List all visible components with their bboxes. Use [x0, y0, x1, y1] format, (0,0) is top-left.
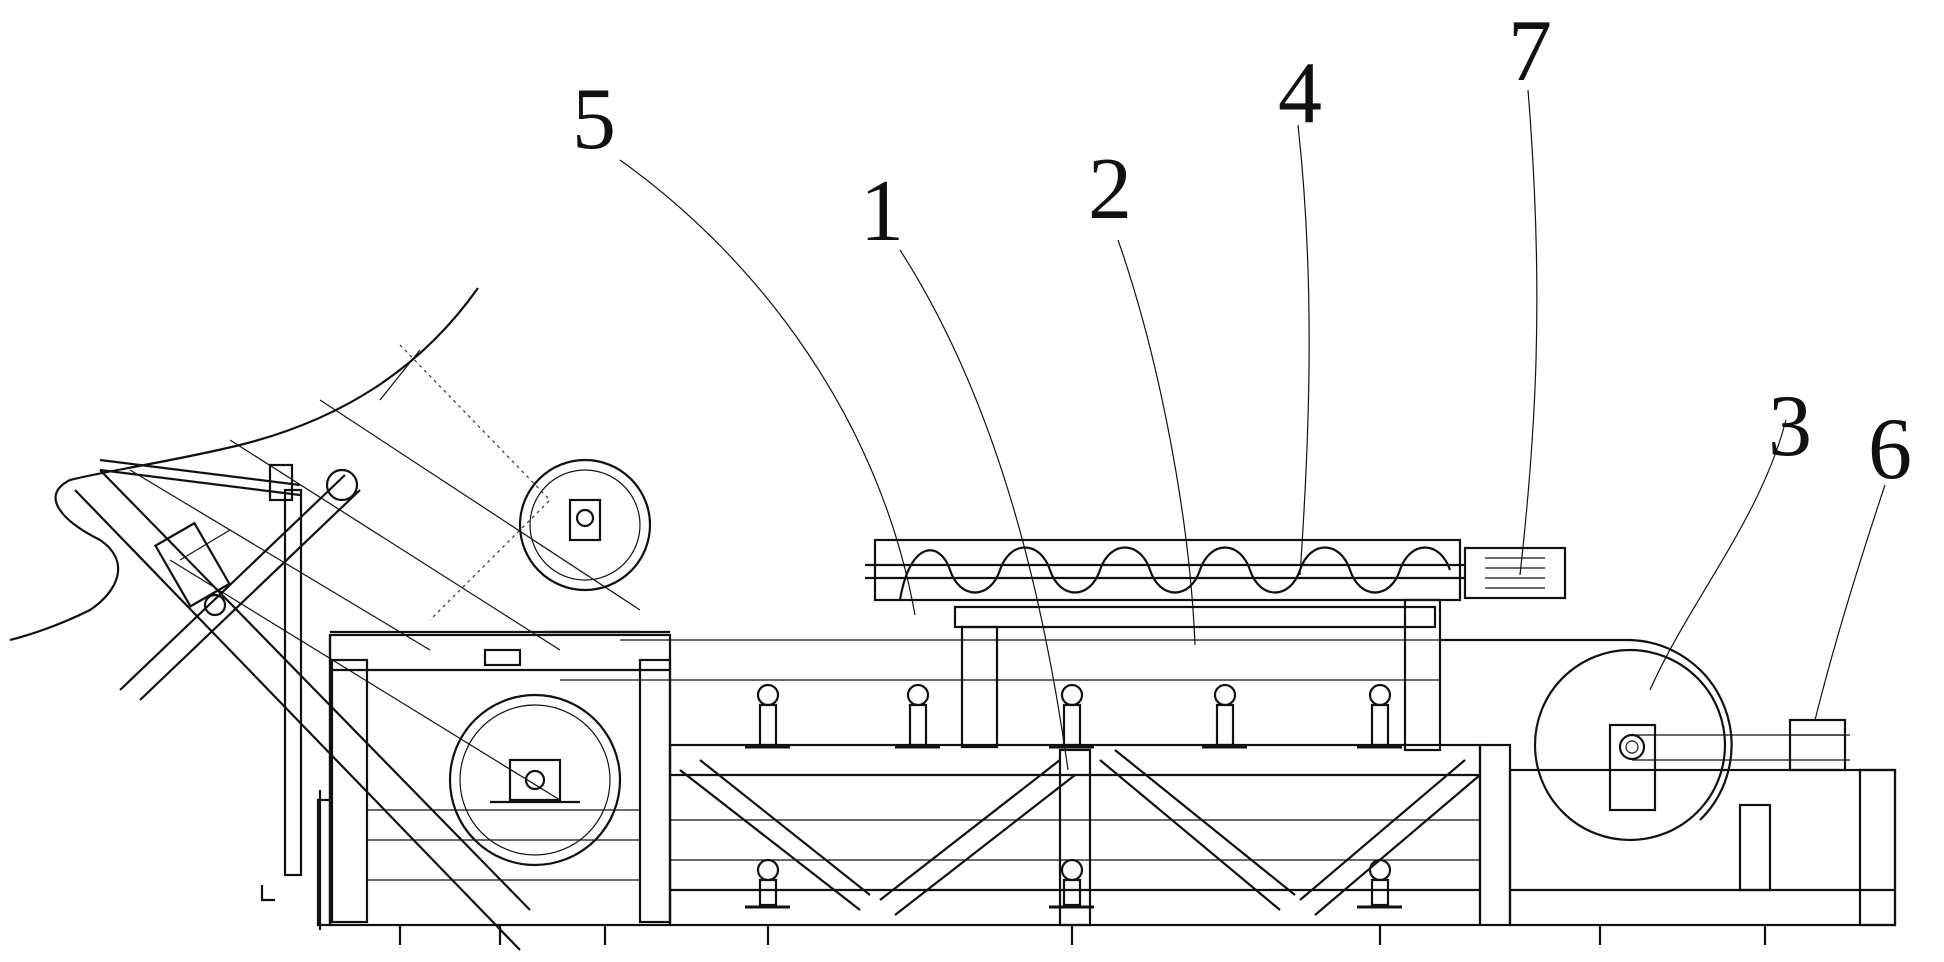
label-4: 4 [1278, 45, 1322, 142]
part-labels: 5 1 2 4 7 3 6 [572, 3, 1912, 498]
head-pulley [1440, 638, 1897, 927]
label-3: 3 [1768, 378, 1812, 475]
idlers [745, 683, 1402, 909]
motor [1463, 546, 1567, 600]
main-frame [668, 743, 1512, 927]
label-5: 5 [572, 71, 616, 168]
label-7: 7 [1508, 3, 1552, 100]
screw-conveyor [865, 538, 1465, 602]
feed-chute [9, 287, 641, 951]
label-1: 1 [860, 163, 904, 260]
leader-lines [619, 89, 1886, 771]
left-pulley-housing [328, 458, 672, 927]
label-6: 6 [1868, 401, 1912, 498]
label-2: 2 [1088, 141, 1132, 238]
foot-bolts [398, 925, 1767, 945]
support-frame [560, 598, 1442, 752]
drive-unit [1788, 718, 1847, 772]
